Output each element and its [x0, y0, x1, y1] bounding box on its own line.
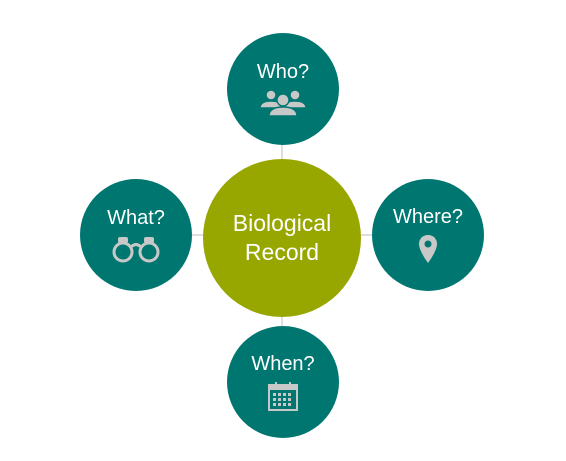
- biological-record-node: Biological Record: [203, 159, 361, 317]
- where-label: Where?: [392, 206, 464, 228]
- calendar-icon: [268, 382, 298, 411]
- who-node: Who?: [227, 33, 339, 145]
- center-label-line1: Biological: [232, 210, 332, 237]
- people-group-icon: [259, 89, 307, 117]
- map-pin-icon: [419, 235, 437, 263]
- what-label: What?: [107, 207, 165, 229]
- where-node: Where?: [372, 179, 484, 291]
- center-label-line2: Record: [244, 239, 320, 265]
- when-label: When?: [251, 353, 315, 375]
- when-node: When?: [227, 326, 339, 438]
- binoculars-icon: [112, 237, 160, 263]
- who-label: Who?: [256, 61, 310, 83]
- what-node: What?: [80, 179, 192, 291]
